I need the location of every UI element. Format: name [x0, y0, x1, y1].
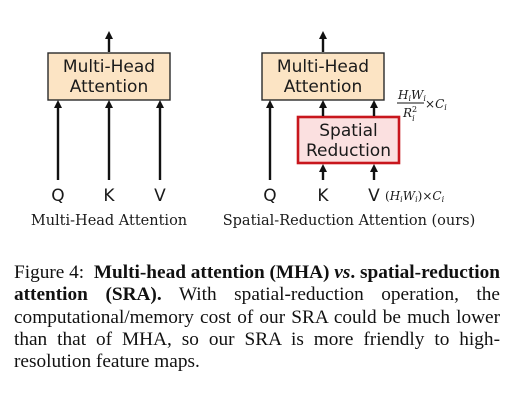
figure-caption: Figure 4: Multi-head attention (MHA) vs.…: [14, 262, 500, 373]
right-input-k: K: [317, 186, 329, 206]
spatial-reduction-box: [296, 115, 401, 165]
right-mha-label-1: Multi-Head: [277, 57, 369, 77]
caption-bold-mha: Multi-head attention (MHA): [93, 262, 330, 283]
left-mha-label-2: Attention: [70, 77, 148, 97]
input-size-annotation: (HiWi)×Ci: [385, 189, 445, 204]
left-input-v: V: [154, 186, 166, 206]
figure-label: Figure 4:: [14, 262, 85, 283]
left-subcaption: Multi-Head Attention: [31, 213, 187, 229]
left-mha-label-1: Multi-Head: [63, 57, 155, 77]
svg-text:(HiWi)×Ci: (HiWi)×Ci: [385, 189, 445, 204]
right-input-q: Q: [263, 186, 276, 206]
sr-label-2: Reduction: [306, 141, 391, 161]
svg-text:HiWi: HiWi: [397, 88, 426, 103]
caption-bold-sra: . spatial-reduction attention (SRA).: [14, 262, 500, 306]
right-mha-label-2: Attention: [284, 77, 362, 97]
right-subcaption: Spatial-Reduction Attention (ours): [223, 213, 476, 229]
sra-diagram: Multi-Head Attention Spatial Reduction Q…: [223, 31, 476, 229]
caption-vs: vs: [334, 262, 351, 283]
caption-body: With spatial-reduction operation, the co…: [14, 284, 500, 373]
attention-diagram: Multi-Head Attention Q K V Multi-Head At…: [31, 31, 476, 229]
sr-label-1: Spatial: [319, 121, 378, 141]
mha-diagram: Multi-Head Attention Q K V Multi-Head At…: [31, 31, 187, 229]
svg-text:R2i: R2i: [402, 105, 417, 123]
svg-text:×Ci: ×Ci: [425, 97, 447, 112]
right-input-v: V: [368, 186, 380, 206]
left-input-k: K: [103, 186, 115, 206]
left-input-q: Q: [51, 186, 64, 206]
